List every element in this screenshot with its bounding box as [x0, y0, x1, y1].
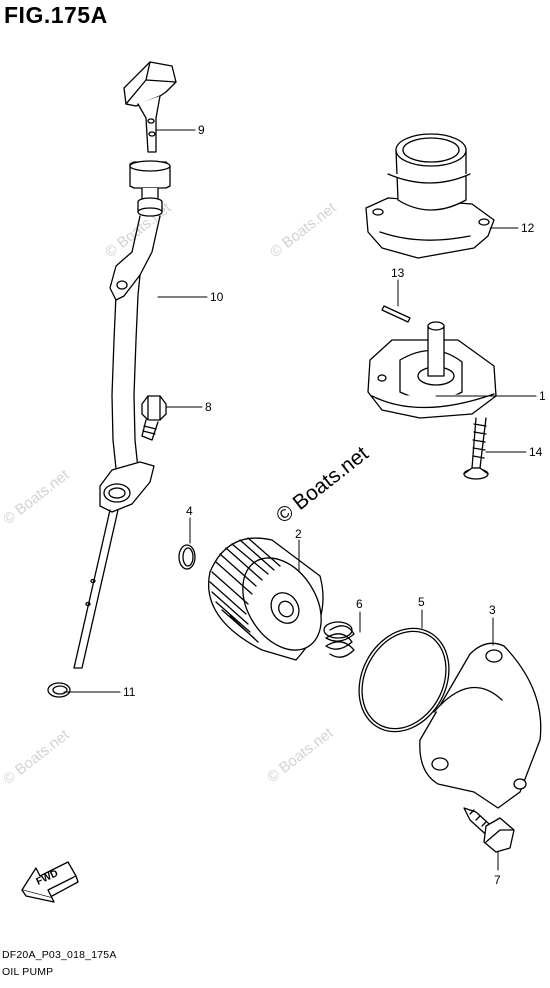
part-14-screw: [463, 417, 489, 480]
part-2-oil-filter: [208, 537, 324, 661]
figure-code: DF20A_P03_018_175A: [2, 949, 117, 961]
watermark-4: © Boats.net: [0, 726, 73, 788]
watermark-center: © Boats.net: [272, 442, 373, 528]
watermark-3: © Boats.net: [0, 466, 73, 528]
part-10-guide-tube: [73, 215, 161, 669]
callout-3: 3: [489, 603, 496, 617]
callout-6: 6: [356, 597, 363, 611]
part-4-o-ring: [178, 544, 196, 570]
watermarks: © Boats.net © Boats.net © Boats.net © Bo…: [0, 199, 373, 788]
part-6-spring: [323, 621, 355, 658]
figure-name: OIL PUMP: [2, 966, 54, 978]
watermark-2: © Boats.net: [267, 199, 340, 261]
part-8-bolt: [141, 395, 167, 441]
callout-11: 11: [123, 685, 136, 699]
callout-13: 13: [391, 266, 405, 280]
part-7-cover-bolt: [463, 807, 515, 853]
callout-8: 8: [205, 400, 212, 414]
part-13-pin: [381, 305, 411, 323]
leader-lines: [63, 129, 537, 871]
callout-1: 1: [539, 389, 546, 403]
part-3-pump-cover: [419, 642, 542, 809]
callout-14: 14: [529, 445, 543, 459]
callout-7: 7: [494, 873, 501, 887]
part-5-large-o-ring: [358, 627, 450, 733]
part-12-pump-housing: [365, 133, 495, 259]
callout-5: 5: [418, 595, 425, 609]
callouts: 9 10 8 11 12 13 1 14 4 2 6 5 3 7: [123, 123, 546, 887]
figure-title: FIG.175A: [4, 2, 108, 28]
part-9-dipstick: [123, 61, 177, 217]
part-11-o-ring: [47, 682, 71, 698]
fwd-arrow-icon: FWD: [21, 861, 79, 903]
watermark-5: © Boats.net: [264, 724, 337, 786]
part-1-pump-body: [367, 321, 497, 419]
callout-9: 9: [198, 123, 205, 137]
callout-12: 12: [521, 221, 535, 235]
callout-10: 10: [210, 290, 224, 304]
callout-4: 4: [186, 504, 193, 518]
callout-2: 2: [295, 527, 302, 541]
